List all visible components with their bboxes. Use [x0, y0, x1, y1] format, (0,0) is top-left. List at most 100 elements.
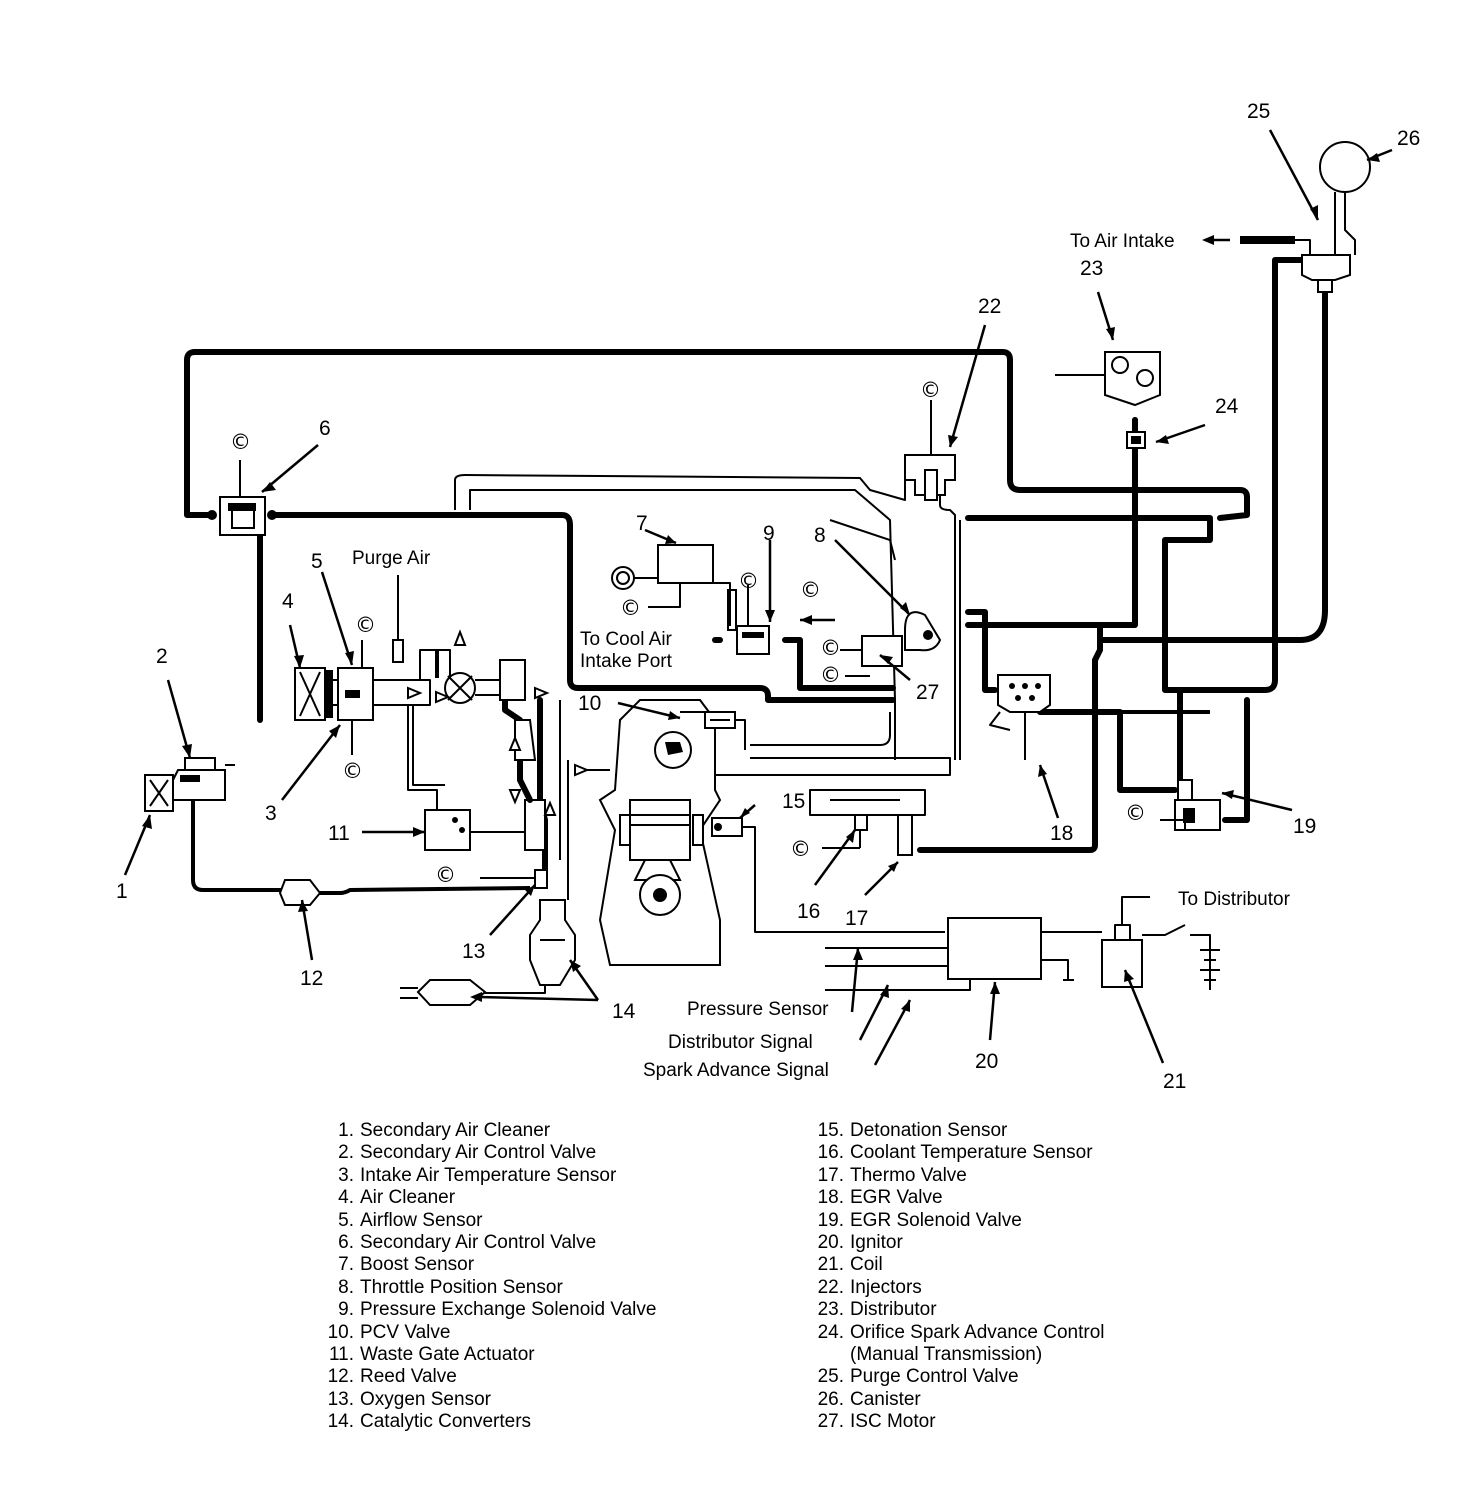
legend-left: 1.Secondary Air Cleaner 2.Secondary Air …: [320, 1120, 657, 1433]
legend-item: (Manual Transmission): [850, 1343, 1043, 1365]
c-marker: ©: [230, 430, 251, 454]
pcv-valve: [680, 711, 746, 750]
callout-24: 24: [1215, 395, 1239, 418]
airflow-sensor: [337, 640, 374, 755]
c-marker: ©: [820, 636, 841, 660]
callout-3: 3: [265, 802, 277, 825]
label-distributor-signal: Distributor Signal: [668, 1032, 813, 1053]
legend-item: 19.EGR Solenoid Valve: [817, 1209, 1022, 1231]
callout-19: 19: [1293, 815, 1316, 838]
c-marker: ©: [435, 863, 456, 887]
c-markers: © © © © © © © © © © © ©: [230, 378, 1146, 887]
callout-21: 21: [1163, 1070, 1186, 1093]
oxygen-sensor: [480, 869, 548, 889]
egr-solenoid-valve: [1160, 779, 1221, 831]
legend-item: 5.Airflow Sensor: [338, 1209, 483, 1231]
legend-item: 27.ISC Motor: [817, 1411, 936, 1433]
detonation-sensor: [711, 817, 945, 933]
leader-arrows: [123, 129, 1393, 1066]
callout-4: 4: [282, 590, 294, 613]
label-spark-advance-signal: Spark Advance Signal: [643, 1060, 829, 1081]
flow-arrows: [407, 629, 590, 816]
injector: [904, 400, 956, 501]
callout-6: 6: [319, 417, 331, 440]
c-marker: ©: [820, 663, 841, 687]
c-marker: ©: [800, 578, 821, 602]
legend-item: 15.Detonation Sensor: [817, 1120, 1008, 1141]
ignitor: [825, 917, 1102, 991]
ignition-coil: [1101, 896, 1220, 990]
legend-item: 3.Intake Air Temperature Sensor: [338, 1164, 617, 1186]
legend-item: 21.Coil: [817, 1254, 883, 1276]
callout-1: 1: [116, 880, 128, 903]
legend-item: 17.Thermo Valve: [817, 1164, 967, 1186]
callout-25: 25: [1247, 100, 1270, 123]
callout-2: 2: [156, 645, 168, 668]
legend-item: 23.Distributor: [817, 1299, 937, 1321]
secondary-air-control-valve-6: [207, 460, 277, 536]
callout-23: 23: [1080, 257, 1103, 280]
label-to-cool-air: To Cool Air: [580, 629, 673, 650]
engine-block: [598, 699, 722, 966]
legend-item: 20.Ignitor: [817, 1231, 903, 1253]
callout-10: 10: [578, 692, 601, 715]
secondary-air-cleaner: [144, 757, 235, 812]
callout-12: 12: [300, 967, 323, 990]
legend-item: 4.Air Cleaner: [338, 1187, 456, 1209]
callout-numbers: 1 2 3 4 5 6 7 8 9 10 11 12 13 14 15 16 1…: [116, 100, 1420, 1093]
coolant-passage: [809, 789, 926, 856]
waste-gate-actuator: [424, 809, 525, 851]
callout-7: 7: [636, 512, 648, 535]
legend-right: 15.Detonation Sensor 16.Coolant Temperat…: [810, 1120, 1105, 1433]
c-marker: ©: [342, 759, 363, 783]
callout-15: 15: [782, 790, 805, 813]
legend-item: 10.PCV Valve: [327, 1321, 451, 1343]
callout-9: 9: [763, 522, 775, 545]
callout-5: 5: [311, 550, 323, 573]
legend-item: 1.Secondary Air Cleaner: [338, 1120, 551, 1141]
reed-valve: [278, 879, 322, 906]
purge-air-fitting: [392, 575, 404, 663]
egr-valve: [989, 674, 1051, 760]
air-cleaner: [294, 667, 333, 721]
callout-8: 8: [814, 524, 826, 547]
legend-item: 12.Reed Valve: [327, 1366, 457, 1388]
callout-26: 26: [1397, 127, 1420, 150]
purge-control-valve: [1240, 141, 1371, 293]
exhaust-system: [400, 659, 610, 1006]
legend-item: 9.Pressure Exchange Solenoid Valve: [338, 1299, 657, 1321]
legend-item: 26.Canister: [817, 1388, 921, 1410]
c-marker: ©: [620, 596, 641, 620]
legend-item: 2.Secondary Air Control Valve: [338, 1142, 597, 1164]
legend-item: 25.Purge Control Valve: [817, 1366, 1019, 1388]
legend-item: 6.Secondary Air Control Valve: [338, 1231, 597, 1253]
callout-20: 20: [975, 1050, 998, 1073]
label-pressure-sensor: Pressure Sensor: [687, 999, 829, 1020]
throttle-body: [840, 611, 942, 677]
callout-16: 16: [797, 900, 820, 923]
boost-sensor: [611, 544, 714, 608]
callout-22: 22: [978, 295, 1001, 318]
c-marker: ©: [1125, 801, 1146, 825]
legend-item: 7.Boost Sensor: [338, 1254, 475, 1276]
legend-item: 18.EGR Valve: [817, 1187, 943, 1209]
legend-item: 16.Coolant Temperature Sensor: [817, 1142, 1093, 1164]
label-intake-port: Intake Port: [580, 651, 673, 672]
c-marker: ©: [355, 613, 376, 637]
pressure-exchange-solenoid-valve: [713, 582, 770, 655]
c-marker: ©: [738, 569, 759, 593]
c-marker: ©: [920, 378, 941, 402]
callout-27: 27: [916, 681, 939, 704]
callout-18: 18: [1050, 822, 1073, 845]
callout-17: 17: [845, 907, 868, 930]
legend-item: 14.Catalytic Converters: [327, 1411, 532, 1433]
distributor: [1055, 351, 1161, 407]
legend-item: 8.Throttle Position Sensor: [338, 1276, 563, 1298]
c-marker: ©: [790, 837, 811, 861]
callout-13: 13: [462, 940, 485, 963]
legend-item: 24.Orifice Spark Advance Control: [817, 1321, 1105, 1343]
label-purge-air: Purge Air: [352, 548, 431, 569]
label-to-air-intake: To Air Intake: [1070, 231, 1175, 252]
legend-item: 22.Injectors: [817, 1276, 922, 1298]
